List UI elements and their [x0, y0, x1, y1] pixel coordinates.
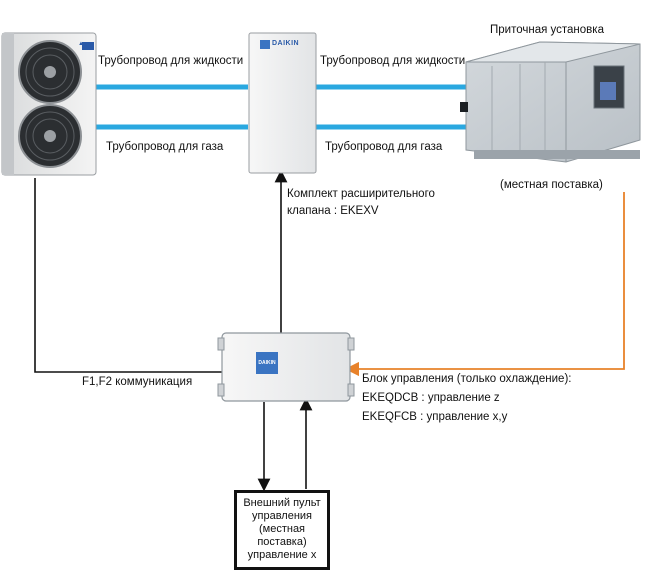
remote-line-4: поставка): [257, 536, 307, 548]
daikin-logo-ekexv: DAIKIN: [272, 40, 300, 47]
label-liquid-pipe-left: Трубопровод для жидкости: [98, 55, 244, 67]
label-ekexv-line1: Комплект расширительного: [287, 188, 435, 200]
label-f1f2: F1,F2 коммуникация: [82, 376, 193, 388]
remote-line-3: (местная: [258, 523, 306, 535]
ekexv-unit-image: [248, 32, 317, 174]
remote-line-5: управление x: [247, 549, 317, 561]
label-gas-pipe-left: Трубопровод для газа: [106, 141, 224, 153]
daikin-logo-control: DAIKIN: [256, 352, 278, 374]
outdoor-unit-image: [1, 32, 97, 176]
label-liquid-pipe-right: Трубопровод для жидкости: [320, 55, 466, 67]
label-ekexv-line2: клапана : EKEXV: [287, 205, 379, 217]
label-gas-pipe-right: Трубопровод для газа: [325, 141, 443, 153]
remote-line-1: Внешний пульт: [243, 497, 321, 509]
label-ahu-title: Приточная установка: [490, 24, 604, 36]
ahu-signal-line: [344, 192, 625, 377]
daikin-logo-outdoor: ▲: [78, 41, 85, 47]
label-control-line2: EKEQDCB : управление z: [362, 392, 500, 404]
control-box-image: [217, 332, 355, 402]
label-control-line3: EKEQFCB : управление x,y: [362, 411, 508, 423]
f1f2-wire: [34, 178, 222, 373]
remote-line-2: управления: [252, 510, 312, 522]
label-ahu-supply: (местная поставка): [500, 179, 603, 191]
remote-controller-box: Внешний пульт управления (местная постав…: [234, 490, 330, 570]
label-control-line1: Блок управления (только охлаждение):: [362, 373, 572, 385]
air-handling-unit-image: [460, 41, 641, 163]
